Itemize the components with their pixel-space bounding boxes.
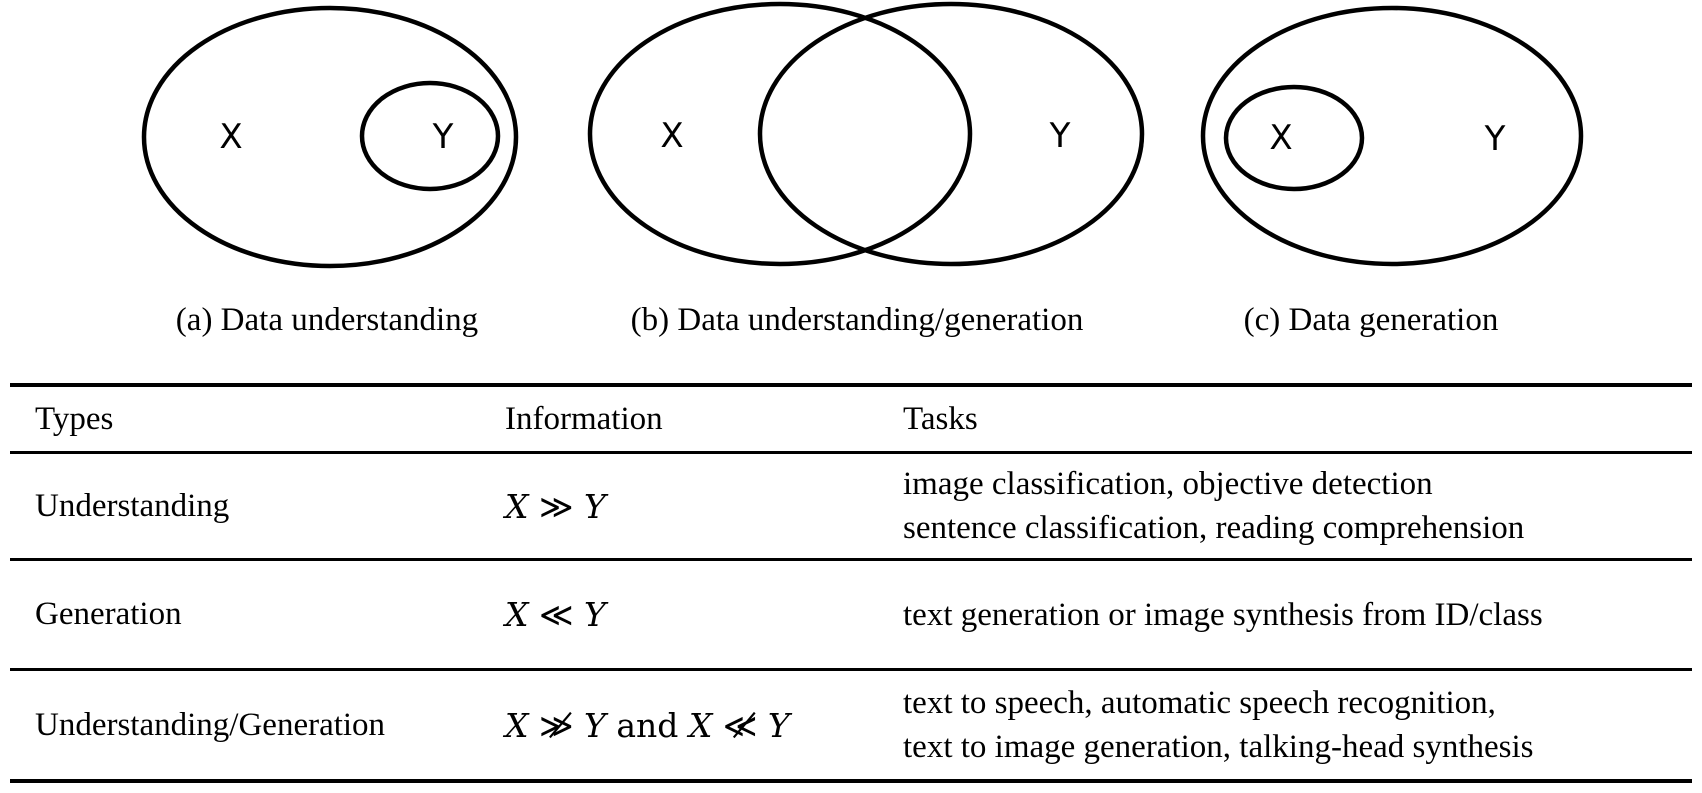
venn-a-y-label: Y: [432, 117, 454, 157]
venn-a-inner-ellipse: [359, 80, 501, 192]
task-line: text generation or image synthesis from …: [903, 596, 1543, 633]
cell-information: X ≫ Y: [505, 486, 606, 526]
venn-a-outer-ellipse: [141, 5, 519, 269]
cell-information: X ≪ Y: [505, 595, 606, 634]
header-tasks: Tasks: [903, 400, 978, 437]
caption-data-understanding-generation: (b) Data understanding/generation: [630, 302, 1084, 338]
types-information-tasks-table: Types Information Tasks Understanding X …: [10, 383, 1692, 783]
header-types: Types: [35, 400, 114, 437]
venn-b-right-ellipse: [757, 1, 1145, 267]
table-row-generation: Generation X ≪ Y text generation or imag…: [10, 560, 1692, 670]
venn-c-y-label: Y: [1484, 119, 1506, 159]
cell-tasks: text generation or image synthesis from …: [897, 560, 1692, 670]
cell-tasks: text to speech, automatic speech recogni…: [897, 670, 1692, 782]
cell-type: Generation: [35, 596, 182, 632]
venn-b-y-label: Y: [1049, 116, 1071, 156]
table-row-understanding-generation: Understanding/Generation X ≫̸ Y and X ≪̸…: [10, 670, 1692, 782]
venn-b-x-label: X: [660, 116, 683, 156]
venn-c-outer-ellipse: [1200, 5, 1584, 267]
cell-tasks: image classification, objective detectio…: [897, 453, 1692, 560]
venn-a-x-label: X: [219, 117, 242, 157]
venn-b-left-ellipse: [587, 1, 973, 267]
task-line: text to image generation, talking-head s…: [903, 729, 1534, 765]
venn-c-inner-ellipse: [1223, 84, 1365, 192]
cell-type: Understanding: [35, 487, 230, 524]
task-line: sentence classification, reading compreh…: [903, 510, 1525, 546]
venn-diagrams: X Y X Y X Y: [141, 1, 1584, 269]
caption-data-understanding: (a) Data understanding: [175, 302, 479, 338]
header-information: Information: [505, 400, 663, 437]
task-line: text to speech, automatic speech recogni…: [903, 685, 1496, 721]
venn-c-x-label: X: [1269, 118, 1292, 158]
cell-information: X ≫̸ Y and X ≪̸ Y: [505, 705, 790, 745]
table-header-row: Types Information Tasks: [10, 385, 1692, 453]
caption-data-generation: (c) Data generation: [1243, 302, 1499, 338]
cell-type: Understanding/Generation: [35, 706, 386, 743]
task-line: image classification, objective detectio…: [903, 466, 1433, 502]
table-row-understanding: Understanding X ≫ Y image classification…: [10, 453, 1692, 560]
